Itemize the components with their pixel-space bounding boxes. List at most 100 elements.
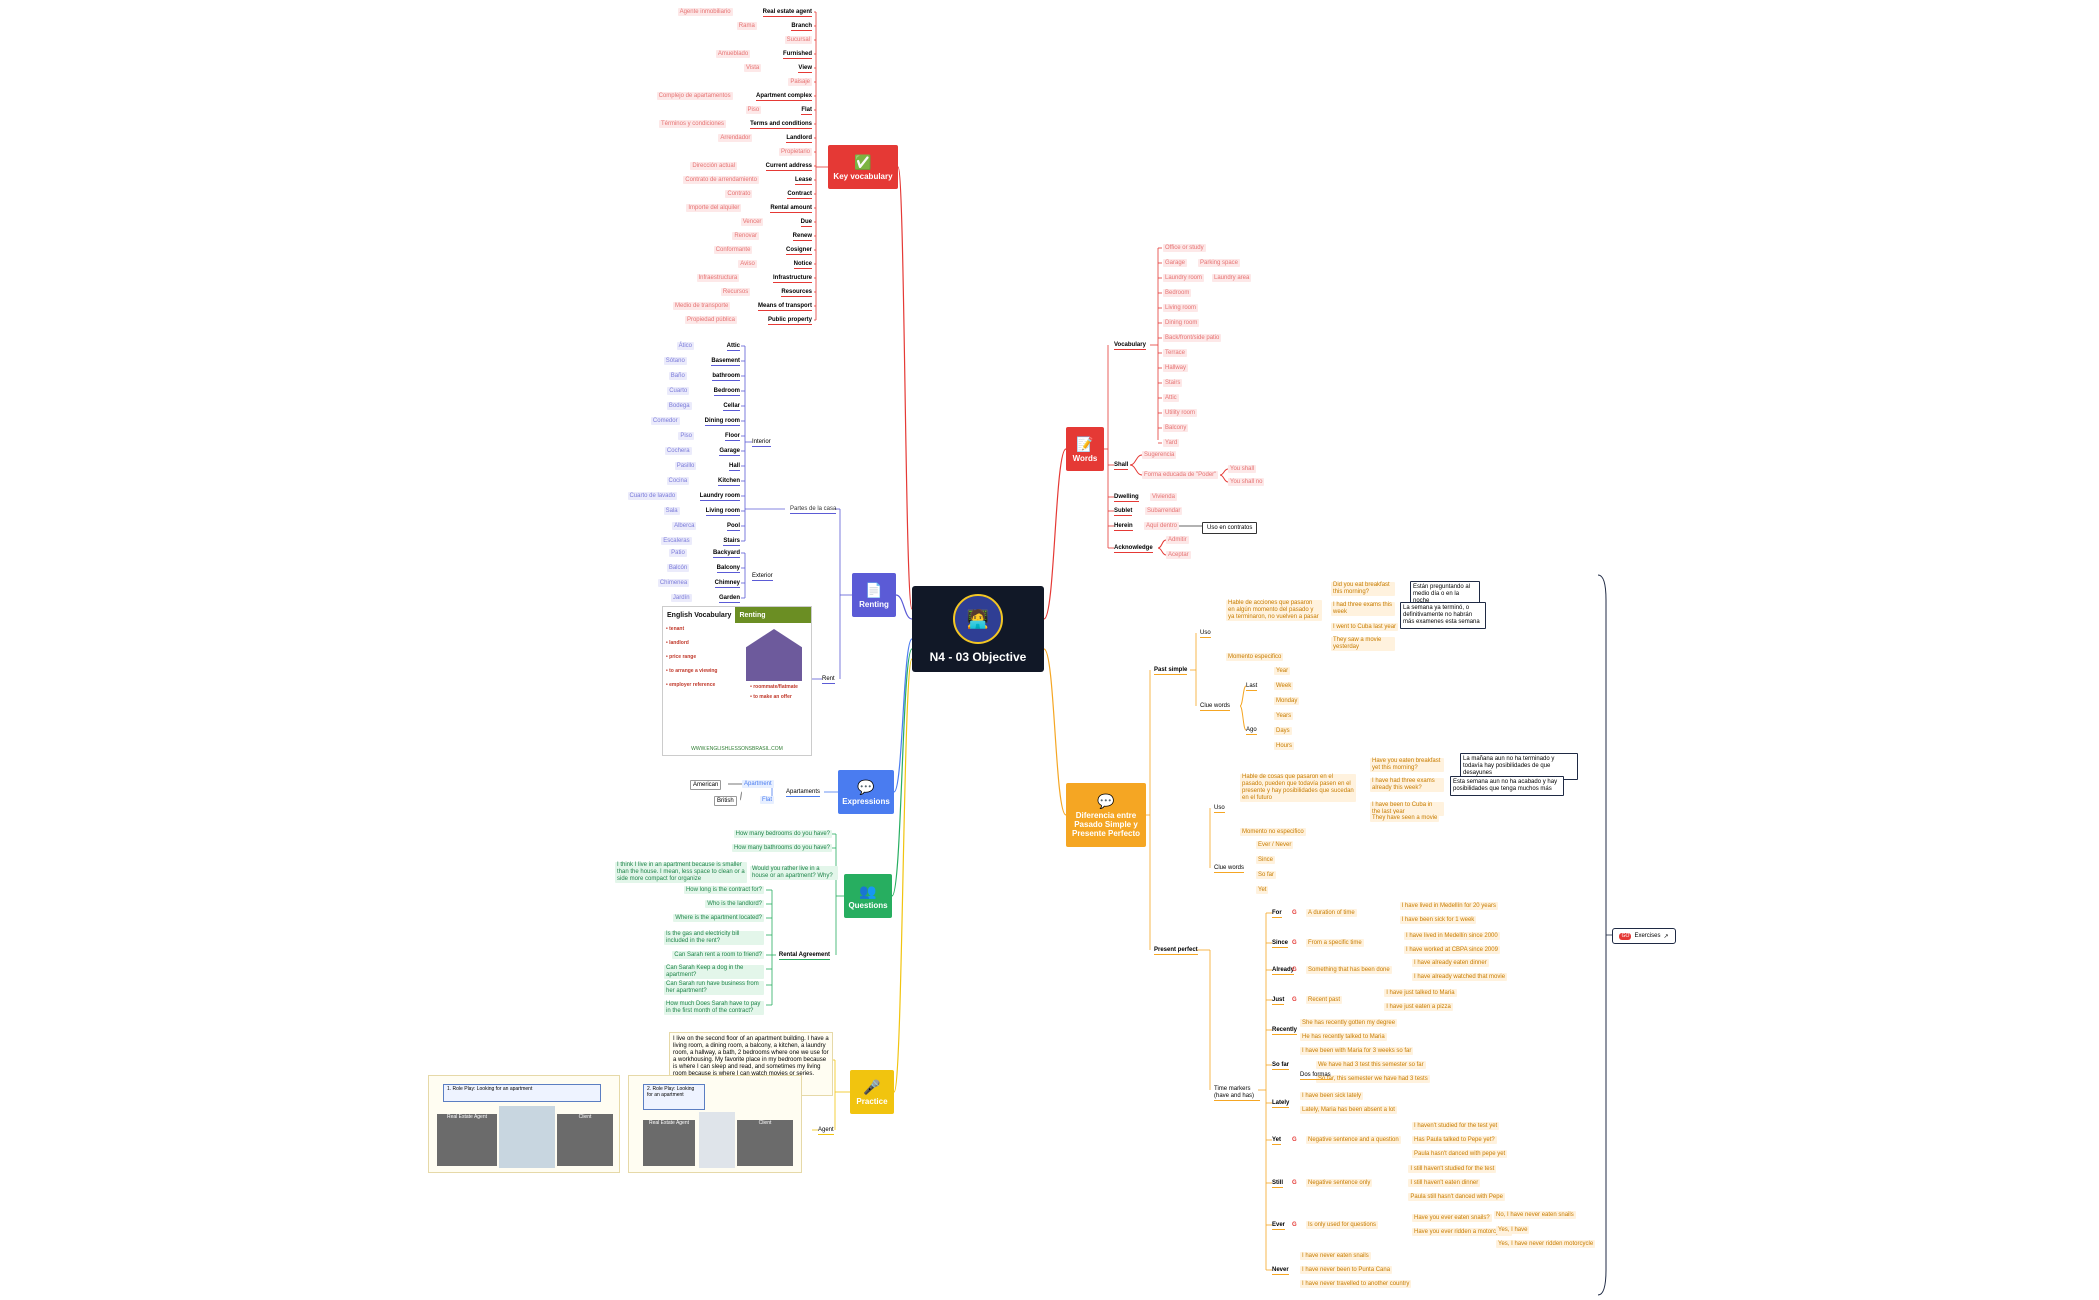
you-shall[interactable]: You shall — [1228, 465, 1257, 473]
interior-translation[interactable]: Cochera — [664, 447, 692, 455]
interior-translation[interactable]: Cocina — [666, 477, 690, 485]
interior-term[interactable]: Stairs — [723, 538, 740, 546]
pp-uso[interactable]: Uso — [1214, 805, 1225, 813]
marker-key[interactable]: Yet — [1272, 1137, 1282, 1145]
marker-desc[interactable]: Recent past — [1306, 996, 1343, 1004]
grammar-icon[interactable]: G — [1292, 940, 1297, 946]
interior-term[interactable]: bathroom — [712, 373, 740, 381]
ps-last-item[interactable]: Year — [1274, 667, 1291, 675]
american-label[interactable]: American — [690, 780, 722, 790]
interior-translation[interactable]: Comedor — [650, 417, 680, 425]
exterior-label[interactable]: Exterior — [752, 573, 773, 581]
exterior-term[interactable]: Backyard — [712, 550, 740, 558]
interior-translation[interactable]: Escaleras — [661, 537, 692, 545]
marker-example[interactable]: I have lived in Medellín for 20 years — [1399, 902, 1498, 910]
key-vocab-translation[interactable]: Vista — [743, 64, 762, 72]
pp-clue-item[interactable]: So far — [1256, 871, 1277, 879]
hub-renting[interactable]: 📄 Renting — [852, 573, 896, 617]
marker-key[interactable]: Already — [1272, 967, 1295, 975]
key-vocab-term[interactable]: Infrastructure — [772, 275, 812, 283]
hub-diferencia[interactable]: 💬 Diferencia entre Pasado Simple y Prese… — [1066, 783, 1146, 847]
ever-answer[interactable]: No, I have never eaten snails — [1494, 1211, 1576, 1219]
words-sublet[interactable]: Sublet — [1114, 508, 1133, 516]
sugerencia[interactable]: Sugerencia — [1142, 451, 1177, 459]
marker-example[interactable]: I have already watched that movie — [1412, 973, 1508, 981]
key-vocab-translation[interactable]: Infraestructura — [696, 274, 740, 282]
ps-note[interactable]: La semana ya terminó, o definitivamente … — [1400, 602, 1486, 629]
key-vocab-translation[interactable]: Vencer — [740, 218, 764, 226]
key-vocab-translation[interactable]: Propiedad pública — [684, 316, 737, 324]
exterior-term[interactable]: Balcony — [716, 565, 740, 573]
key-vocab-term[interactable]: Current address — [765, 163, 812, 171]
ps-momento[interactable]: Momento especifico — [1226, 653, 1284, 661]
key-vocab-translation[interactable]: Complejo de apartamentos — [656, 92, 733, 100]
rental-question[interactable]: How much Does Sarah have to pay in the f… — [664, 1001, 764, 1015]
marker-key[interactable]: Still — [1272, 1180, 1284, 1188]
hub-key-vocabulary[interactable]: ✅ Key vocabulary — [828, 145, 898, 189]
pp-clue-item[interactable]: Since — [1256, 856, 1276, 864]
interior-translation[interactable]: Sala — [663, 507, 680, 515]
marker-example[interactable]: I have never travelled to another countr… — [1300, 1280, 1412, 1288]
interior-translation[interactable]: Cuarto — [667, 387, 690, 395]
marker-key[interactable]: Just — [1272, 997, 1285, 1005]
key-vocab-term[interactable]: Branch — [791, 23, 812, 31]
marker-example[interactable]: He has recently talked to Maria — [1300, 1033, 1387, 1041]
grammar-icon[interactable]: G — [1292, 1137, 1297, 1143]
grammar-icon[interactable]: G — [1292, 997, 1297, 1003]
key-vocab-term[interactable]: Resources — [781, 289, 812, 297]
ps-ago-item[interactable]: Hours — [1274, 742, 1295, 750]
marker-example[interactable]: I have never been to Punta Cana — [1300, 1266, 1393, 1274]
apartaments-label[interactable]: Apartaments — [786, 789, 821, 797]
ps-last[interactable]: Last — [1246, 683, 1258, 691]
key-vocab-term[interactable]: Lease — [794, 177, 812, 185]
exterior-translation[interactable]: Jardín — [670, 594, 692, 602]
key-vocab-term[interactable]: View — [798, 65, 812, 73]
marker-example[interactable]: I have been sick lately — [1300, 1092, 1364, 1100]
grammar-icon[interactable]: G — [1292, 1222, 1297, 1228]
key-vocab-translation[interactable]: Conformante — [713, 246, 753, 254]
marker-key[interactable]: Since — [1272, 940, 1289, 948]
rental-question[interactable]: Where is the apartment located? — [673, 914, 764, 922]
aceptar[interactable]: Aceptar — [1166, 551, 1191, 559]
words-vocab-item[interactable]: Garage — [1163, 259, 1188, 267]
ps-example[interactable]: Did you eat breakfast this morning? — [1331, 582, 1395, 596]
ps-ago-item[interactable]: Days — [1274, 727, 1292, 735]
ever-answer[interactable]: Yes, I have — [1496, 1226, 1530, 1234]
dos-formas[interactable]: Dos formas — [1300, 1072, 1331, 1080]
key-vocab-translation[interactable]: Términos y condiciones — [658, 120, 726, 128]
answer-would-rather[interactable]: I think I live in an apartment because i… — [615, 862, 747, 883]
laundry-area[interactable]: Laundry area — [1212, 274, 1252, 282]
ps-uso-desc[interactable]: Hable de acciones que pasaron en algún m… — [1226, 600, 1322, 621]
words-vocabulary[interactable]: Vocabulary — [1114, 342, 1146, 350]
vivienda[interactable]: Vivienda — [1150, 493, 1177, 501]
marker-example[interactable]: I have already eaten dinner — [1412, 959, 1489, 967]
marker-key[interactable]: Never — [1272, 1267, 1289, 1275]
marker-example[interactable]: We have had 3 test this semester so far — [1316, 1061, 1426, 1069]
marker-example[interactable]: So far, this semester we have had 3 test… — [1316, 1075, 1430, 1083]
key-vocab-term[interactable]: Due — [800, 219, 812, 227]
exterior-term[interactable]: Garden — [718, 595, 740, 603]
interior-term[interactable]: Attic — [726, 343, 740, 351]
interior-term[interactable]: Cellar — [723, 403, 740, 411]
question-item[interactable]: How many bathrooms do you have? — [731, 844, 832, 852]
rental-agreement-label[interactable]: Rental Agreement — [778, 952, 830, 960]
forma-educada[interactable]: Forma educada de "Poder" — [1142, 471, 1219, 479]
rental-question[interactable]: How long is the contract for? — [683, 886, 764, 894]
interior-label[interactable]: Interior — [752, 439, 771, 447]
interior-term[interactable]: Hall — [728, 463, 740, 471]
ps-last-item[interactable]: Monday — [1274, 697, 1300, 705]
marker-example[interactable]: I haven't studied for the test yet — [1412, 1122, 1500, 1130]
apartment-term[interactable]: Apartment — [742, 780, 774, 788]
marker-desc[interactable]: A duration of time — [1306, 909, 1357, 917]
interior-term[interactable]: Dining room — [704, 418, 740, 426]
interior-term[interactable]: Laundry room — [699, 493, 740, 501]
marker-key[interactable]: Lately — [1272, 1100, 1290, 1108]
marker-example[interactable]: I have been sick for 1 week — [1399, 916, 1477, 924]
key-vocab-term[interactable]: Renew — [792, 233, 812, 241]
ps-example[interactable]: I went to Cuba last year — [1331, 623, 1399, 631]
interior-term[interactable]: Living room — [705, 508, 740, 516]
interior-term[interactable]: Kitchen — [717, 478, 740, 486]
marker-example[interactable]: I have never eaten snails — [1300, 1252, 1371, 1260]
key-vocab-term[interactable]: Real estate agent — [762, 9, 812, 17]
key-vocab-translation[interactable]: Aviso — [738, 260, 757, 268]
